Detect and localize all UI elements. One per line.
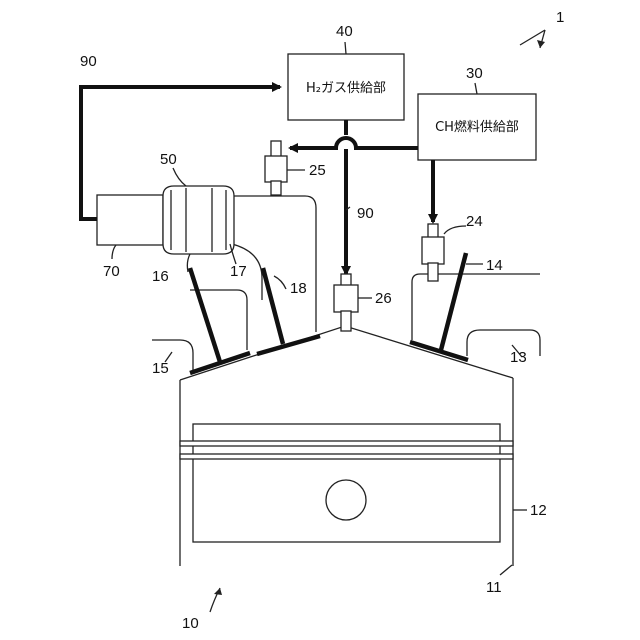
label-17: 17: [230, 263, 247, 280]
ch-supply-text: CH燃料供給部: [435, 119, 519, 135]
label-16: 16: [152, 268, 169, 285]
label-13: 13: [510, 349, 527, 366]
label-26: 26: [375, 290, 392, 307]
ch-supply-unit: CH燃料供給部: [418, 94, 536, 160]
reformer: [97, 195, 163, 245]
label-11: 11: [486, 579, 502, 596]
ch-injector-24: [422, 224, 444, 281]
label-40: 40: [336, 23, 353, 40]
label-30: 30: [466, 65, 483, 82]
label-24: 24: [466, 213, 483, 230]
exhaust-valve-16: [190, 268, 250, 373]
label-15: 15: [152, 360, 169, 377]
piston: [180, 424, 513, 542]
intake-port: [412, 274, 540, 356]
label-25: 25: [309, 162, 326, 179]
label-18: 18: [290, 280, 307, 297]
label-90-center: 90: [357, 205, 374, 222]
intake-valve-14: [410, 253, 468, 360]
label-70: 70: [103, 263, 120, 280]
label-14: 14: [486, 257, 503, 274]
h2-injector-25: [265, 141, 287, 195]
label-10: 10: [182, 615, 199, 632]
h2-supply-text: H₂ガス供給部: [306, 81, 386, 96]
label-1: 1: [556, 9, 564, 26]
label-12: 12: [530, 502, 547, 519]
ch-to-h2-injector-line: [290, 138, 418, 148]
exhaust-valve-18: [257, 268, 320, 354]
label-50: 50: [160, 151, 177, 168]
spark-plug-26: [334, 274, 358, 331]
label-90-left: 90: [80, 53, 97, 70]
engine-leader-arrow: [210, 588, 222, 612]
h2-supply-unit: H₂ガス供給部: [288, 54, 404, 120]
catalyst: [163, 186, 234, 254]
